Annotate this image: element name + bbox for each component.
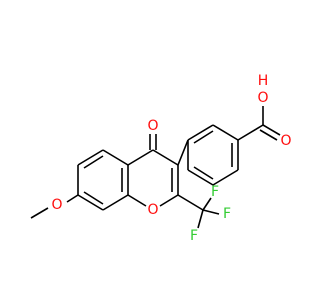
atom-o-ring: O <box>147 202 158 218</box>
bond-o1-c8a <box>127 194 147 207</box>
molecule-structure: O O O O H O F F F <box>30 73 292 244</box>
bond-cf3-f-top <box>202 197 212 211</box>
bond-c3-phenyl <box>177 139 189 166</box>
atom-f-right: F <box>223 206 231 222</box>
atom-labels: O O O O H O F F F <box>51 73 291 244</box>
bond-c7-c8 <box>77 194 104 211</box>
bond-c7-omethoxy <box>66 194 79 203</box>
bond-c2-o1 <box>159 194 179 207</box>
bond-ph-2 <box>212 124 239 141</box>
atom-o-acid: O <box>280 133 291 149</box>
bond-ph-4 <box>212 169 239 186</box>
atom-o-carbonyl: O <box>147 118 158 134</box>
bond-c5-c6 <box>77 149 104 166</box>
bond-ph-1 <box>187 124 214 141</box>
bond-cf3-f-right <box>202 209 220 215</box>
bond-c4-c3 <box>152 149 179 166</box>
atom-h-hydroxyl: H <box>258 73 269 89</box>
bond-c5-c6-inner <box>83 155 104 169</box>
bonds <box>30 106 281 229</box>
bond-c7-c8-inner <box>83 191 104 205</box>
bond-c2-cf3 <box>177 194 204 211</box>
bond-ph-cooh <box>237 124 264 141</box>
bond-c4a-c5 <box>102 149 129 166</box>
bond-cooh-o-1 <box>262 124 281 136</box>
bond-cooh-o-2 <box>259 129 278 141</box>
bond-cf3-f-bottom <box>197 209 204 229</box>
atom-o-methoxy: O <box>51 197 62 213</box>
atom-o-hydroxyl: O <box>257 90 268 106</box>
bond-c8-c8a <box>102 194 129 211</box>
bond-ph-1-inner <box>193 130 214 144</box>
bond-ph-5-inner <box>193 166 214 180</box>
atom-f-top: F <box>211 184 219 200</box>
bond-ph-5 <box>187 169 214 186</box>
bond-omethoxy-ch3 <box>30 207 49 219</box>
atom-f-bottom: F <box>190 228 198 244</box>
bond-c4a-c4 <box>127 149 154 166</box>
